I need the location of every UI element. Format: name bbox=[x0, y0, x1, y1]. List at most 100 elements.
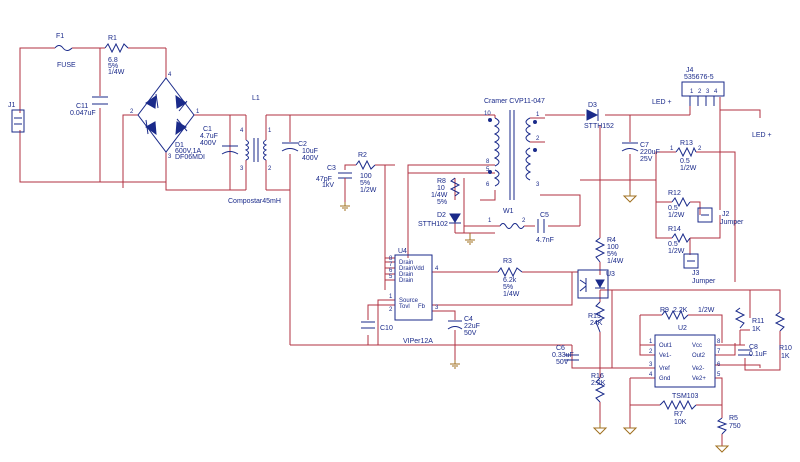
r10-ref: R10 bbox=[779, 345, 792, 352]
r7-resistor: R7 10K bbox=[659, 399, 697, 426]
r9-ref: R9 bbox=[660, 307, 669, 314]
u4-pin-label-5: Source bbox=[399, 298, 419, 304]
d1-pin-1: 1 bbox=[196, 109, 200, 115]
ground-icon bbox=[592, 423, 608, 435]
t1-transformer: 10 8 5 6 1 2 3 Cramer CVP11-047 bbox=[484, 98, 545, 200]
r9-resistor: R9 2.2K 1/2W bbox=[660, 307, 715, 321]
c3-capacitor: C3 47pF 1kV bbox=[316, 165, 352, 202]
r2-ref: R2 bbox=[358, 152, 367, 159]
r4-ref: R4 bbox=[607, 237, 616, 244]
l1-ref: L1 bbox=[252, 95, 260, 102]
u2-tsm103: Out1 Ve1- Vref Gnd Vcc Out2 Ve2- Ve2+ 1 … bbox=[649, 325, 721, 400]
r12-ref: R12 bbox=[668, 190, 681, 197]
u2-pin-label-vcc: Vcc bbox=[692, 343, 702, 349]
c5-capacitor: C5 4.7nF bbox=[536, 212, 554, 244]
r3-ref: R3 bbox=[503, 258, 512, 265]
c8-capacitor: C8 0.1uF bbox=[738, 344, 767, 358]
r15-resistor: R15 24K bbox=[588, 301, 606, 333]
r1-v2: 5% bbox=[108, 63, 118, 70]
c2-ref: C2 bbox=[298, 141, 307, 148]
d2-ref: D2 bbox=[437, 212, 446, 219]
w1-ferrite: W1 1 2 bbox=[488, 208, 526, 229]
j4-value: 535676-5 bbox=[684, 74, 714, 81]
d1-v1: 600V,1A bbox=[175, 148, 202, 155]
j2-ref: J2 bbox=[722, 211, 730, 218]
u2-pin-label-out2: Out2 bbox=[692, 353, 706, 359]
d1-v2: DF06MDI bbox=[175, 154, 205, 161]
u2-pin-label-out1: Out1 bbox=[659, 343, 673, 349]
r10-value: 1K bbox=[781, 353, 790, 360]
u4-pin-label-3: Drain bbox=[399, 272, 413, 278]
r3-resistor: R3 6.2k 5% 1/4W bbox=[497, 258, 523, 298]
r4-v1: 100 bbox=[607, 244, 619, 251]
r7-ref: R7 bbox=[674, 411, 683, 418]
l1-value: Compostar45mH bbox=[228, 198, 281, 205]
j4-ref: J4 bbox=[686, 67, 694, 74]
r13-v2: 1/2W bbox=[680, 165, 697, 172]
u2-ref: U2 bbox=[678, 325, 687, 332]
l1-pin-2: 2 bbox=[268, 166, 272, 172]
c1-ref: C1 bbox=[203, 126, 212, 133]
c4-ref: C4 bbox=[464, 316, 473, 323]
d1-pin-2: 2 bbox=[130, 109, 134, 115]
r1-ref: R1 bbox=[108, 35, 117, 42]
r16-ref: R16 bbox=[591, 373, 604, 380]
j4-pin-3: 3 bbox=[706, 89, 710, 95]
r4-resistor: R4 100 5% 1/4W bbox=[594, 237, 624, 265]
r12-v1: 0.5 bbox=[668, 205, 678, 212]
led-plus-net-label-b: LED + bbox=[752, 132, 772, 139]
wires bbox=[19, 47, 781, 446]
w1-pin-1: 1 bbox=[488, 218, 492, 224]
t1-pin-1: 1 bbox=[536, 112, 540, 118]
u2-pin-8: 8 bbox=[717, 339, 721, 345]
c1-capacitor: C1 4.7uF 400V bbox=[200, 126, 239, 155]
c10-ref: C10 bbox=[380, 325, 393, 332]
r13-resistor: R13 0.5 1/2W 1 2 bbox=[670, 140, 702, 172]
c1-v2: 400V bbox=[200, 140, 217, 147]
u2-pin-label-ve2p: Ve2+ bbox=[692, 376, 706, 382]
r9-value: 2.2K bbox=[673, 307, 688, 314]
l1-pin-4: 4 bbox=[240, 128, 244, 134]
r3-v1: 6.2k bbox=[503, 277, 517, 284]
t1-pin-5: 5 bbox=[486, 167, 490, 173]
u4-ref: U4 bbox=[398, 248, 407, 255]
c6-ref: C6 bbox=[556, 345, 565, 352]
j4-pin-2: 2 bbox=[698, 89, 702, 95]
r4-v3: 1/4W bbox=[607, 258, 624, 265]
c8-value: 0.1uF bbox=[749, 351, 767, 358]
c7-capacitor: C7 220uF 25V bbox=[621, 142, 660, 163]
ground-icon bbox=[622, 427, 638, 435]
r8-v3: 5% bbox=[437, 199, 447, 206]
ground-icon bbox=[450, 360, 460, 369]
ground-icon bbox=[465, 233, 475, 245]
u2-pin-label-vref: Vref bbox=[659, 366, 670, 372]
c3-v1: 47pF bbox=[316, 176, 332, 183]
t1-pin-6: 6 bbox=[486, 182, 490, 188]
u4-pin-2: 2 bbox=[389, 307, 393, 313]
u2-pin-3: 3 bbox=[649, 362, 653, 368]
u2-pin-label-gnd: Gnd bbox=[659, 376, 670, 382]
j3-ref: J3 bbox=[692, 270, 700, 277]
c7-v2: 25V bbox=[640, 156, 653, 163]
c11-ref: C11 bbox=[76, 103, 88, 110]
f1-value: FUSE bbox=[57, 62, 76, 69]
r13-pin-2: 2 bbox=[698, 146, 702, 152]
j1-connector: J1 bbox=[8, 102, 25, 133]
r2-v3: 1/2W bbox=[360, 187, 377, 194]
j2-value: Jumper bbox=[720, 219, 744, 226]
d2-diode: D2 STTH102 bbox=[418, 212, 461, 228]
c2-v2: 400V bbox=[302, 155, 319, 162]
c4-v2: 50V bbox=[464, 330, 477, 337]
r5-resistor: R5 750 bbox=[716, 415, 741, 435]
d2-value: STTH102 bbox=[418, 221, 448, 228]
c6-v2: 50V bbox=[556, 359, 569, 366]
r10-resistor: R10 1K bbox=[774, 311, 792, 365]
bridge-diode-icon bbox=[145, 93, 188, 136]
u2-pin-label-ve1m: Ve1- bbox=[659, 353, 671, 359]
u2-pin-1: 1 bbox=[649, 339, 653, 345]
l1-pin-3: 3 bbox=[240, 166, 244, 172]
r3-v3: 1/4W bbox=[503, 291, 520, 298]
t1-pin-10: 10 bbox=[484, 111, 491, 117]
u4-pin-1: 1 bbox=[389, 294, 393, 300]
r1-v1: 6.8 bbox=[108, 57, 118, 64]
